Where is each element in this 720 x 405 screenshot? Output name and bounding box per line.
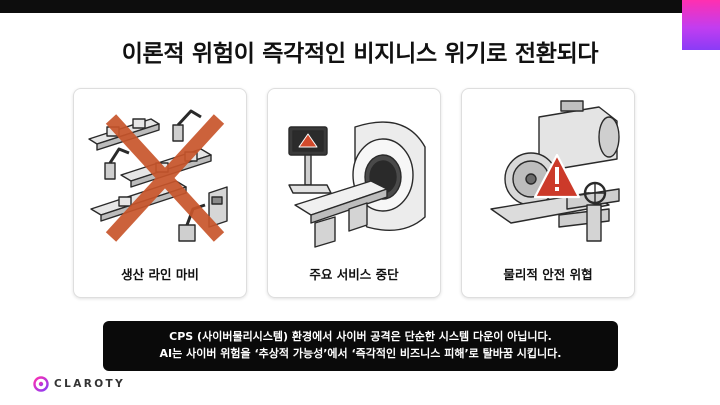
factory-line-crossed-out-icon [88, 109, 228, 242]
caption-line-1: CPS (사이버물리시스템) 환경에서 사이버 공격은 단순한 시스템 다운이 … [169, 330, 552, 343]
corner-gradient-accent [682, 0, 720, 50]
card-physical-safety: 물리적 안전 위협 [461, 88, 635, 298]
card-label-production-line: 생산 라인 마비 [121, 267, 199, 282]
slide-title: 이론적 위험이 즉각적인 비지니스 위기로 전환되다 [121, 41, 599, 67]
caption-box: CPS (사이버물리시스템) 환경에서 사이버 공격은 단순한 시스템 다운이 … [103, 321, 618, 371]
card-production-line: 생산 라인 마비 [73, 88, 247, 298]
turbine-valve-warning-icon [490, 100, 620, 242]
card-service-outage: 주요 서비스 중단 [267, 88, 441, 298]
logo-wordmark: CLAROTY [54, 378, 126, 390]
mri-scanner-warning-icon [288, 121, 426, 248]
card-label-physical-safety: 물리적 안전 위협 [503, 267, 593, 282]
top-bar [0, 0, 720, 13]
claroty-logo-icon [33, 376, 49, 392]
caption-line-2: AI는 사이버 위험을 ‘추상적 가능성’에서 ‘즉각적인 비즈니스 피해’로 … [159, 347, 562, 360]
claroty-logo: CLAROTY [33, 376, 125, 392]
card-label-service-outage: 주요 서비스 중단 [309, 267, 399, 282]
